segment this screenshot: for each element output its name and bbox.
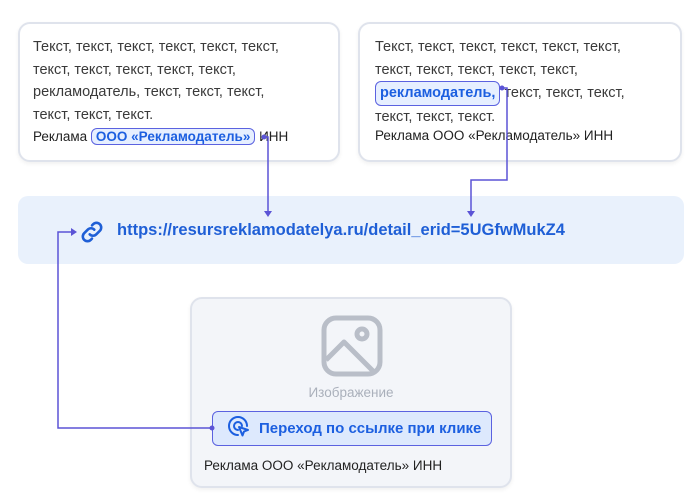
image-icon (320, 314, 384, 383)
text-line: текст, текст, текст, (504, 85, 625, 101)
image-ad-card: Изображение Переход по ссылке при клике … (190, 297, 512, 488)
image-caption: Изображение (308, 385, 394, 400)
footer-suffix: ИНН (259, 129, 289, 144)
text-line: рекламодатель, текст, текст, текст, (33, 84, 265, 100)
ad-footer: Реклама ООО «Рекламодатель» ИНН (204, 458, 443, 473)
text-line: текст, текст, текст, текст, текст, (33, 61, 236, 78)
text-line: текст, текст, текст, текст, текст, (375, 61, 578, 78)
text-line: Текст, текст, текст, текст, текст, текст… (375, 39, 621, 55)
text-ad-card-1: Текст, текст, текст, текст, текст, текст… (18, 22, 340, 162)
text-line: текст, текст, текст. (375, 108, 496, 125)
text-ad-card-2: Текст, текст, текст, текст, текст, текст… (358, 22, 682, 162)
click-through-button[interactable]: Переход по ссылке при клике (212, 411, 492, 446)
ad-footer: Реклама ООО «Рекламодатель» ИНН (33, 128, 288, 145)
footer-prefix: Реклама (33, 129, 88, 144)
ad-footer: Реклама ООО «Рекламодатель» ИНН (375, 128, 614, 143)
advertiser-highlight: рекламодатель, (375, 81, 501, 106)
advertiser-highlight: ООО «Рекламодатель» (90, 128, 256, 145)
link-icon (78, 218, 106, 251)
click-cursor-icon (227, 415, 251, 443)
text-line: текст, текст, текст. (33, 106, 154, 123)
ad-body-text: Текст, текст, текст, текст, текст, текст… (33, 36, 279, 126)
button-label: Переход по ссылке при клике (259, 420, 482, 437)
advertiser-url-link[interactable]: https://resursreklamodatelya.ru/detail_e… (117, 221, 565, 239)
ad-body-text: Текст, текст, текст, текст, текст, текст… (375, 36, 625, 128)
text-line: Текст, текст, текст, текст, текст, текст… (33, 39, 279, 55)
